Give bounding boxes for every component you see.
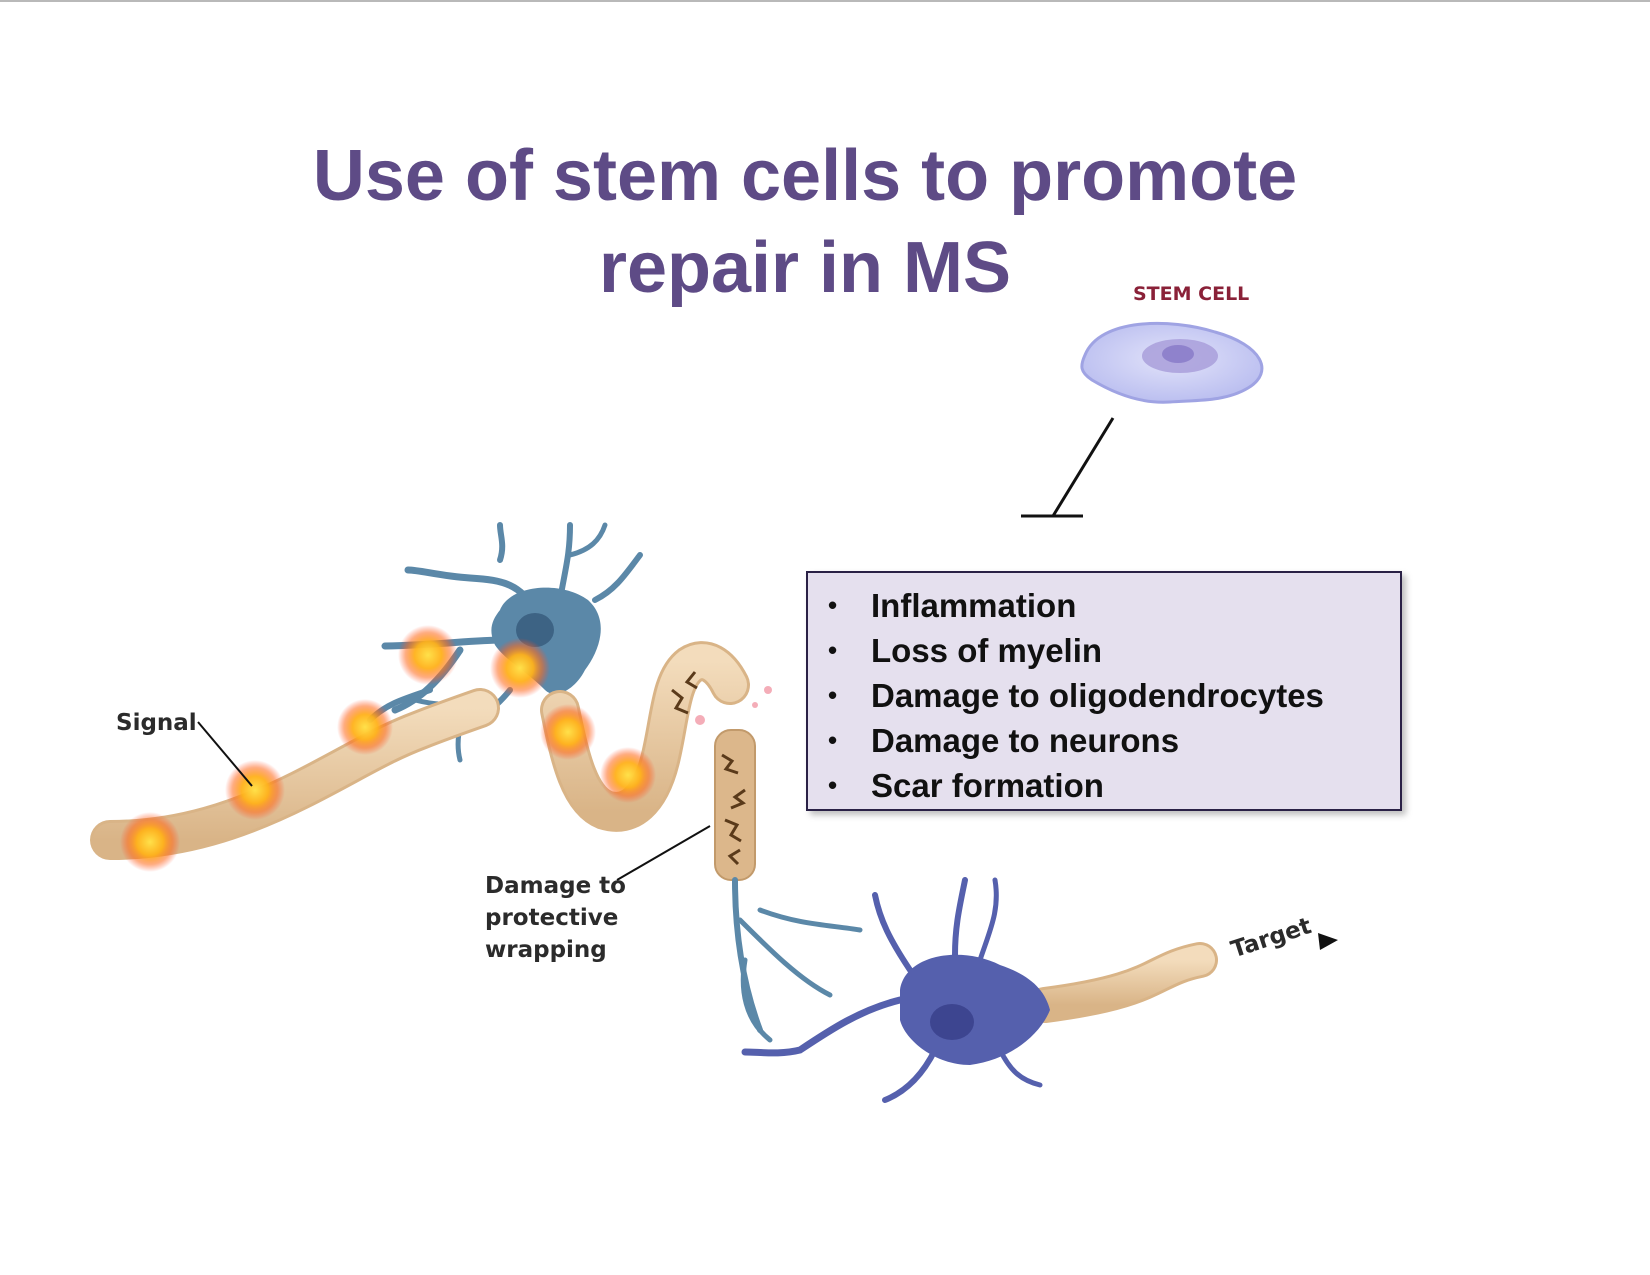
effect-item: Loss of myelin [808, 628, 1400, 673]
page-title: Use of stem cells to promote repair in M… [200, 130, 1410, 314]
title-line-2: repair in MS [598, 228, 1012, 308]
signal-label: Signal [116, 710, 197, 736]
damage-label-line-2: protective [485, 905, 619, 931]
ms-effects-box: Inflammation Loss of myelin Damage to ol… [806, 571, 1402, 811]
damaged-myelin [671, 671, 772, 881]
stem-cell [1080, 321, 1264, 404]
effect-item: Scar formation [808, 763, 1400, 808]
effect-item: Inflammation [808, 583, 1400, 628]
effect-item: Damage to neurons [808, 718, 1400, 763]
signal-leader-line [197, 721, 253, 787]
lower-neuron-nucleus [930, 1004, 974, 1040]
lower-neuron [732, 877, 1218, 1103]
damage-label: Damage to protective wrapping [485, 870, 626, 966]
damage-leader-line [616, 825, 711, 881]
inhibition-line [1021, 417, 1115, 518]
ms-effects-list: Inflammation Loss of myelin Damage to ol… [808, 573, 1400, 808]
effect-item: Damage to oligodendrocytes [808, 673, 1400, 718]
damage-label-line-1: Damage to [485, 873, 626, 899]
lower-neuron-body [900, 954, 1050, 1065]
stem-cell-label: STEM CELL [1133, 283, 1250, 305]
top-rule [0, 0, 1650, 2]
signal-glows [120, 625, 656, 872]
target-arrow-icon [1318, 933, 1338, 950]
title-line-1: Use of stem cells to promote [312, 136, 1298, 216]
healthy-axon [90, 641, 750, 860]
damage-label-line-3: wrapping [485, 937, 607, 963]
upper-neuron-nucleus [516, 613, 554, 647]
